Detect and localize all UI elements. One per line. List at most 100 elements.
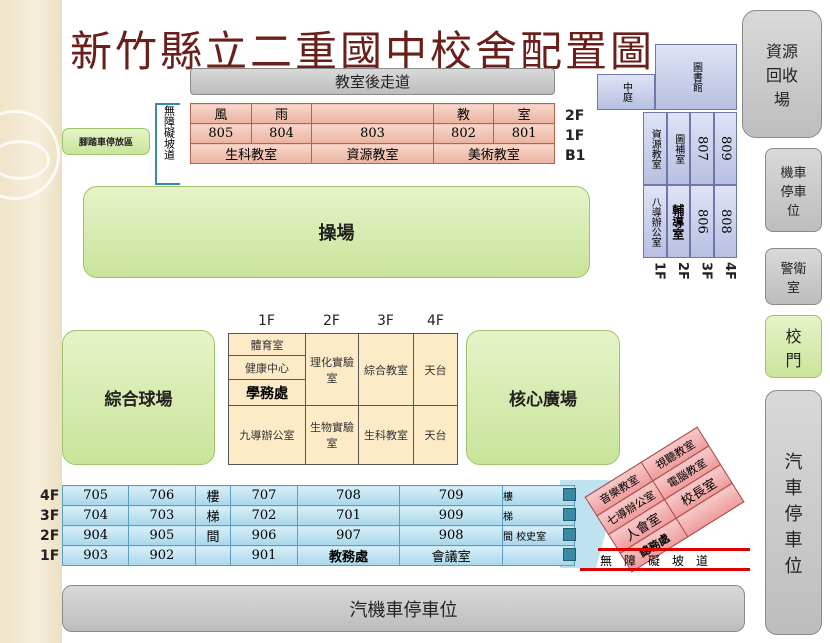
floor-label: 3F	[377, 313, 394, 329]
room[interactable]: 805	[190, 123, 252, 144]
room[interactable]: 801	[493, 123, 555, 144]
central-plaza[interactable]: 核心廣場	[466, 330, 620, 465]
room[interactable]: 天台	[413, 405, 458, 465]
room[interactable]	[311, 103, 434, 124]
floor-label: B1	[565, 148, 586, 164]
stair-icon	[563, 548, 576, 561]
page-title: 新竹縣立二重國中校舍配置圖	[70, 27, 656, 76]
room[interactable]: 908	[399, 525, 503, 546]
room[interactable]: 701	[296, 505, 401, 526]
playground[interactable]: 操場	[83, 186, 590, 278]
room[interactable]: 雨	[250, 103, 313, 124]
room[interactable]: 905	[128, 525, 196, 546]
room[interactable]: 809	[717, 136, 733, 161]
room[interactable]: 807	[694, 136, 710, 161]
floor-label: 4F	[722, 262, 737, 280]
room[interactable]: 生科教室	[358, 405, 414, 465]
room[interactable]: 間 校史室	[502, 525, 575, 546]
room[interactable]: 909	[399, 505, 503, 526]
ramp-line	[598, 548, 750, 551]
bike-parking[interactable]: 腳踏車停放區	[62, 128, 150, 155]
room[interactable]: 教	[432, 103, 495, 124]
floor-label: 4F	[427, 313, 444, 329]
room[interactable]: 間	[194, 525, 232, 546]
room[interactable]: 八導辦公室	[649, 196, 661, 247]
room[interactable]: 906	[230, 525, 298, 546]
floor-label: 3F	[698, 262, 714, 280]
room[interactable]: 703	[128, 505, 196, 526]
floor-label: 2F	[40, 528, 60, 544]
room[interactable]: 907	[296, 525, 401, 546]
room[interactable]: 資源教室	[311, 143, 434, 164]
room[interactable]: 709	[399, 485, 503, 506]
room[interactable]: 資源教室	[649, 128, 661, 169]
room[interactable]: 圖補室	[672, 133, 684, 164]
decorative-ring	[0, 140, 50, 180]
center-building: 體育室理化實驗室綜合教室天台 健康中心 學務處 九導辦公室生物實驗室生科教室天台	[228, 333, 458, 465]
room[interactable]: 天台	[413, 333, 458, 406]
library[interactable]: 圖書館	[690, 62, 702, 92]
corridor[interactable]: 教室後走道	[190, 68, 555, 95]
floor-label: 2F	[565, 108, 585, 124]
floor-label: 2F	[323, 313, 340, 329]
room[interactable]: 美術教室	[432, 143, 556, 164]
room[interactable]: 702	[230, 505, 298, 526]
room[interactable]: 輔導室	[670, 203, 685, 240]
sports-court[interactable]: 綜合球場	[62, 330, 215, 465]
stair-icon	[563, 488, 576, 501]
accessible-ramp-2[interactable]: 無 障 礙 坡 道	[600, 554, 709, 568]
stair-icon	[563, 528, 576, 541]
room[interactable]: 707	[230, 485, 298, 506]
room[interactable]: 生物實驗室	[305, 405, 359, 465]
accessible-ramp[interactable]: 無障礙坡道	[162, 105, 176, 160]
room[interactable]: 804	[250, 123, 313, 144]
room[interactable]	[502, 545, 575, 566]
room[interactable]: 708	[296, 485, 401, 506]
room[interactable]	[194, 545, 232, 566]
room[interactable]: 903	[61, 545, 130, 566]
vehicle-parking[interactable]: 汽機車停車位	[62, 585, 745, 632]
stair-icon	[563, 508, 576, 521]
room[interactable]: 九導辦公室	[228, 405, 306, 465]
room[interactable]: 704	[61, 505, 130, 526]
floor-label: 1F	[651, 262, 667, 280]
room[interactable]: 802	[432, 123, 495, 144]
guard-room[interactable]: 警衛室	[765, 248, 822, 305]
room[interactable]: 理化實驗室	[305, 333, 359, 406]
room[interactable]: 室	[493, 103, 555, 124]
room[interactable]: 705	[61, 485, 130, 506]
room[interactable]: 808	[717, 209, 733, 234]
decorative-strip	[0, 0, 62, 643]
room[interactable]: 803	[311, 123, 434, 144]
room[interactable]: 806	[694, 209, 710, 234]
room[interactable]: 體育室	[228, 333, 306, 356]
floor-label: 1F	[258, 313, 275, 329]
ramp-line	[580, 568, 750, 571]
room[interactable]: 902	[128, 545, 196, 566]
room[interactable]: 會議室	[399, 545, 503, 566]
recycling-area[interactable]: 資源回收場	[742, 10, 822, 138]
east-building: 資源教室 圖補室 807 809 八導辦公室 輔導室 806 808	[643, 112, 737, 258]
room[interactable]: 風	[190, 103, 252, 124]
floor-label: 1F	[40, 548, 60, 564]
room[interactable]: 綜合教室	[358, 333, 414, 406]
floor-label: 1F	[565, 128, 585, 144]
school-gate[interactable]: 校門	[765, 315, 822, 378]
room[interactable]: 706	[128, 485, 196, 506]
room[interactable]: 樓	[194, 485, 232, 506]
room[interactable]: 梯	[194, 505, 232, 526]
floor-label: 3F	[40, 508, 60, 524]
scooter-parking[interactable]: 機車停車位	[765, 148, 822, 232]
room[interactable]: 904	[61, 525, 130, 546]
car-parking[interactable]: 汽車停車位	[765, 390, 822, 635]
courtyard[interactable]: 中庭	[620, 82, 632, 102]
floor-label: 2F	[675, 262, 690, 280]
room[interactable]: 教務處	[296, 545, 401, 566]
room[interactable]: 901	[230, 545, 298, 566]
room[interactable]: 生科教室	[189, 143, 313, 164]
floor-label: 4F	[40, 488, 60, 504]
room[interactable]: 學務處	[228, 379, 306, 406]
room[interactable]: 健康中心	[228, 355, 306, 380]
